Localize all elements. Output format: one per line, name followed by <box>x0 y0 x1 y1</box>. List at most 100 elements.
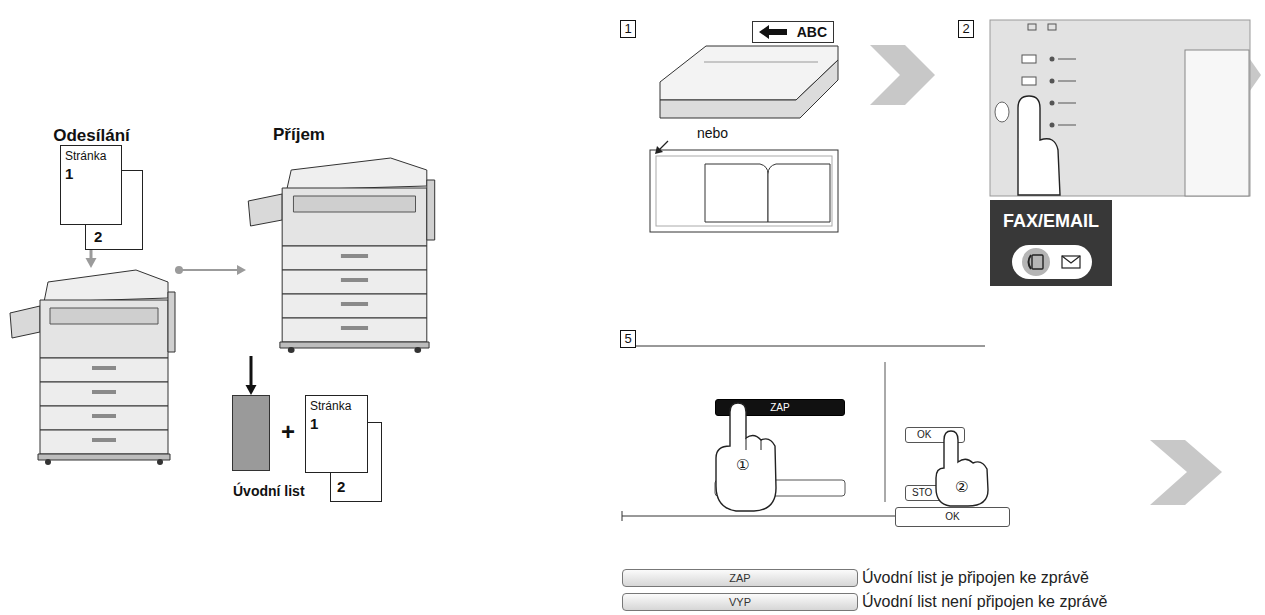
platen-glass-part <box>705 164 768 222</box>
original-sheet: ABC <box>752 21 834 43</box>
text-holder: ① <box>736 456 749 474</box>
connector <box>246 356 257 395</box>
control-panel-part <box>1050 79 1055 84</box>
control-panel-part <box>1050 123 1055 128</box>
mode-icons-part <box>1029 255 1032 269</box>
step-number: 1 <box>620 20 636 38</box>
control-panel-part <box>990 20 1250 196</box>
node-text: Stránka <box>65 149 117 163</box>
legend-button: VYP <box>622 593 858 611</box>
text-holder: ② <box>955 478 968 496</box>
platen-glass-part <box>768 164 830 222</box>
screen-frame <box>622 346 985 521</box>
pointing-hand <box>716 403 776 511</box>
node-text: Úvodní list <box>233 483 269 499</box>
control-panel-part <box>995 102 1009 122</box>
mode-icons-part <box>1062 256 1080 268</box>
document-page: Stránka1 <box>305 395 368 473</box>
feed-arrow <box>759 24 789 40</box>
control-panel-part <box>1058 81 1076 82</box>
platen-glass-part <box>650 150 838 232</box>
connector-part <box>175 269 239 271</box>
cover-sheet: Úvodní list <box>232 395 270 471</box>
node-text: OK <box>906 428 964 442</box>
text-holder: Úvodní list je připojen ke zprávě <box>862 569 1089 587</box>
feed-arrow-part <box>759 25 787 39</box>
node-text: Odesílání <box>8 126 175 146</box>
platen-glass <box>650 141 838 232</box>
node-text: FAX/EMAIL <box>990 210 1112 232</box>
copier-machine: Příjem <box>246 146 440 356</box>
control-panel-part <box>1018 96 1060 195</box>
pointing-hand-part <box>936 431 988 506</box>
screen-frame-part <box>622 511 623 521</box>
node-text: Stránka <box>310 399 363 413</box>
mode-panel: FAX/EMAIL <box>990 200 1112 286</box>
node-text: ABC <box>753 23 827 41</box>
control-panel-part <box>1028 24 1036 30</box>
label-text: Úvodní list není připojen ke zprávě <box>862 593 1107 611</box>
connector-part <box>86 258 97 268</box>
connector <box>175 265 246 275</box>
node-text: ZAP <box>623 570 857 586</box>
control-panel-part <box>1185 50 1249 196</box>
text-holder: + <box>281 418 295 446</box>
control-panel <box>990 20 1250 196</box>
platen-glass-part <box>655 146 663 154</box>
control-panel-part <box>1048 24 1056 30</box>
step-chevron-part <box>870 45 935 105</box>
step-chevron-part <box>1150 440 1222 505</box>
mode-icons-part <box>1062 256 1080 263</box>
node-text: VYP <box>623 594 857 610</box>
platen-glass-part <box>656 156 832 226</box>
text-holder: Úvodní list není připojen ke zprávě <box>862 593 1107 611</box>
node-text: OK <box>896 508 1009 526</box>
pointing-hand <box>936 431 988 506</box>
screen-button: OK <box>905 427 965 443</box>
document-feeder-part <box>660 60 838 118</box>
document-feeder-part <box>704 62 818 63</box>
text-holder: nebo <box>697 125 728 142</box>
control-panel-part <box>1022 55 1036 63</box>
node-text: 1 <box>621 21 635 37</box>
selected-button: ZAP <box>715 399 845 416</box>
label-text: Úvodní list je připojen ke zprávě <box>862 569 1089 587</box>
pointing-hand-part <box>716 403 776 511</box>
copier-machine: Odesílání <box>8 268 175 468</box>
label-text: nebo <box>697 125 728 142</box>
label-text: + <box>281 418 295 446</box>
mode-icons-part <box>1021 247 1051 277</box>
document-page: Stránka 1 <box>60 145 122 225</box>
node-text: ZAP <box>716 400 844 415</box>
platen-glass-part <box>659 141 668 150</box>
step-number: 5 <box>620 330 636 348</box>
screen-frame-part <box>622 516 895 517</box>
label-text: ② <box>955 478 968 496</box>
control-panel-part <box>1050 57 1055 62</box>
mode-icons-part <box>1012 245 1092 279</box>
control-panel-part <box>1058 103 1076 104</box>
sender-copier <box>10 270 175 465</box>
control-panel-part <box>1058 59 1076 60</box>
control-panel-part <box>1022 77 1036 85</box>
screen-frame-part <box>636 346 985 347</box>
screen-button: OK <box>895 507 1010 527</box>
node-text: 5 <box>621 331 635 347</box>
control-panel-part <box>1058 125 1076 126</box>
node-text: 2 <box>94 228 142 246</box>
pointing-hand-part <box>746 438 747 450</box>
label-text: ① <box>736 456 749 474</box>
screen-frame-part <box>885 362 886 502</box>
receiver-copier <box>248 158 434 353</box>
legend-button: ZAP <box>622 569 858 587</box>
document-feeder <box>660 46 838 118</box>
node-text: Příjem <box>273 125 467 145</box>
connector-part <box>246 385 257 395</box>
node-text: 2 <box>337 478 379 496</box>
node-text: 1 <box>65 165 117 183</box>
node-text: 2 <box>959 21 973 37</box>
